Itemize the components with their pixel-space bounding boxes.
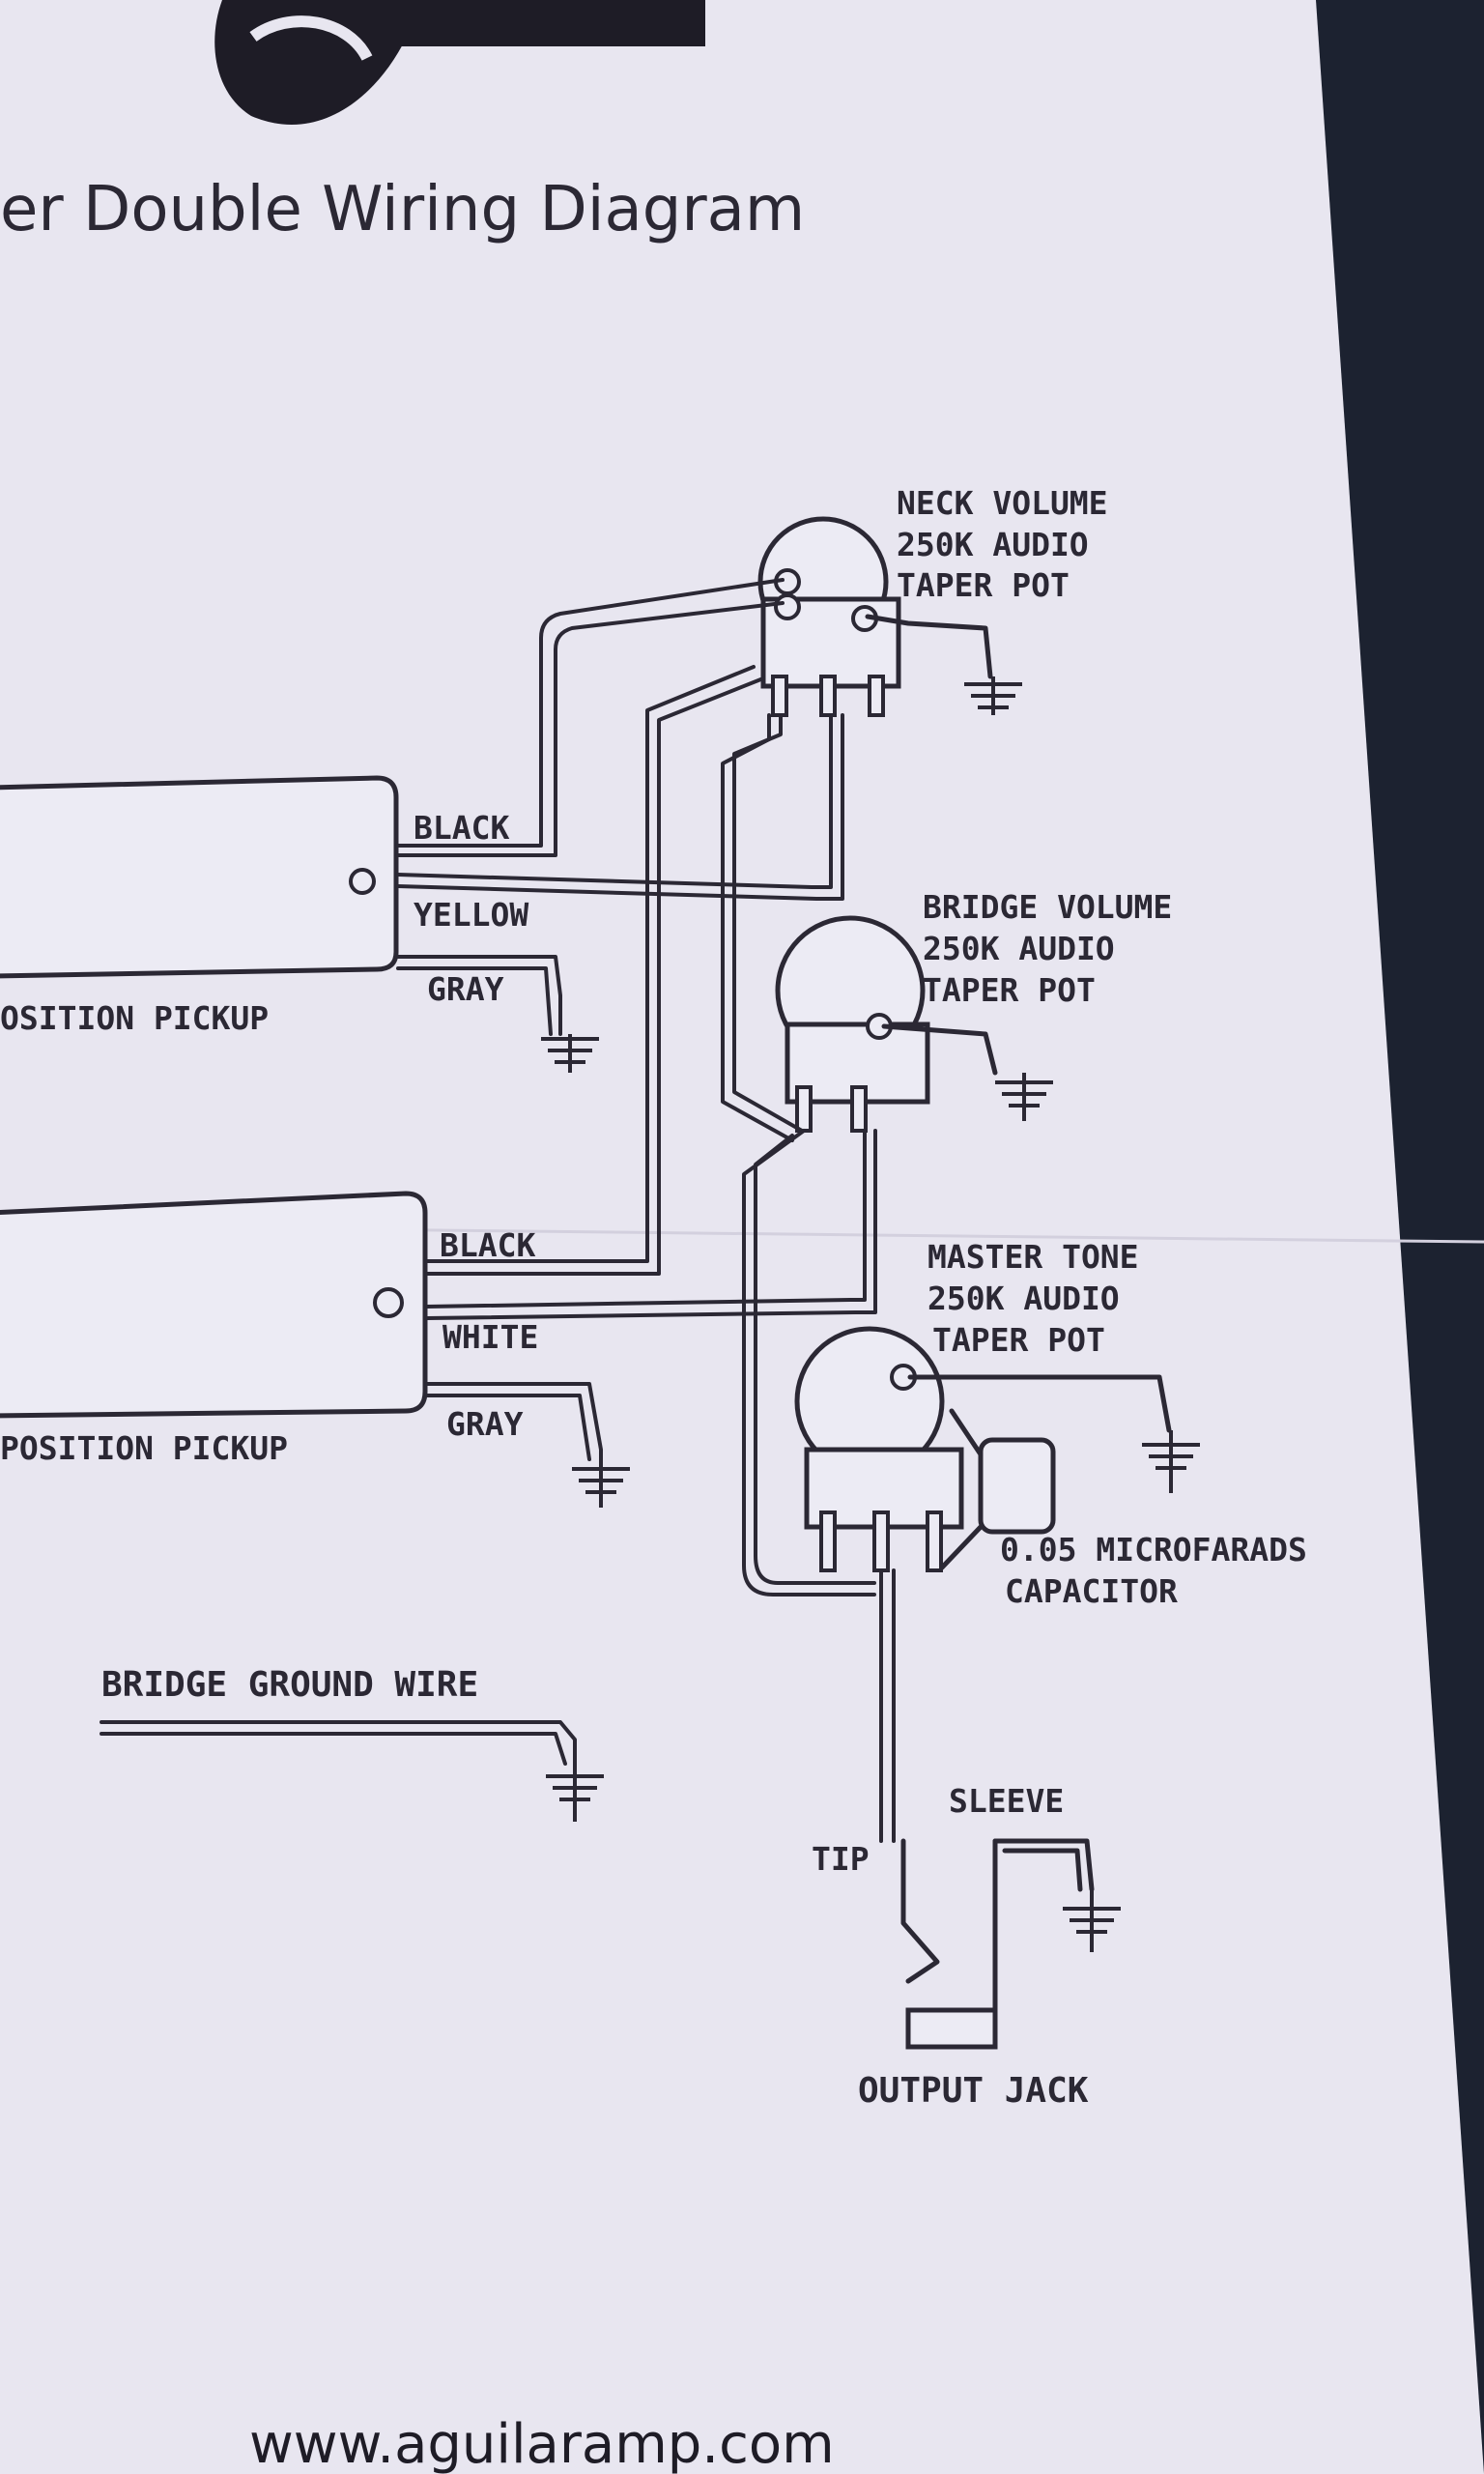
- website-url: www.aguilaramp.com: [249, 2413, 835, 2474]
- output-jack: [905, 2007, 998, 2050]
- svg-text:POSITION PICKUP: POSITION PICKUP: [0, 1429, 288, 1467]
- neck-volume-label: NECK VOLUME 250K AUDIO TAPER POT: [897, 484, 1108, 604]
- svg-text:250K AUDIO: 250K AUDIO: [923, 930, 1115, 967]
- neck-pickup-wire-labels: BLACK YELLOW GRAY: [414, 809, 528, 1008]
- svg-text:BRIDGE VOLUME: BRIDGE VOLUME: [923, 888, 1172, 926]
- svg-text:BLACK: BLACK: [414, 809, 509, 847]
- svg-text:TAPER POT: TAPER POT: [932, 1321, 1105, 1359]
- svg-text:250K AUDIO: 250K AUDIO: [928, 1280, 1120, 1317]
- svg-text:OSITION PICKUP: OSITION PICKUP: [0, 999, 269, 1037]
- svg-text:250K AUDIO: 250K AUDIO: [897, 526, 1089, 563]
- svg-text:TIP: TIP: [812, 1840, 870, 1878]
- svg-text:SLEEVE: SLEEVE: [949, 1782, 1064, 1820]
- master-tone-label: MASTER TONE 250K AUDIO TAPER POT: [928, 1238, 1139, 1359]
- svg-text:TAPER POT: TAPER POT: [897, 566, 1070, 604]
- svg-text:NECK VOLUME: NECK VOLUME: [897, 484, 1108, 522]
- aguilar-logo: [214, 0, 705, 125]
- neck-pickup: OSITION PICKUP: [0, 775, 399, 1037]
- svg-text:OUTPUT JACK: OUTPUT JACK: [858, 2071, 1089, 2111]
- capacitor: [939, 1408, 1056, 1570]
- bridge-ground-wire-label: BRIDGE GROUND WIRE: [101, 1665, 478, 1705]
- ground-icon: [572, 1459, 630, 1508]
- svg-text:0.05 MICROFARADS: 0.05 MICROFARADS: [1000, 1531, 1307, 1568]
- bridge-volume-pot: [775, 915, 930, 1133]
- ground-icon: [541, 1034, 599, 1073]
- svg-text:YELLOW: YELLOW: [414, 896, 528, 934]
- ground-icon: [964, 676, 1022, 715]
- ground-icon: [546, 1764, 604, 1822]
- ground-icon: [1063, 1889, 1121, 1952]
- svg-text:GRAY: GRAY: [427, 970, 504, 1008]
- bridge-pickup-wire-labels: BLACK WHITE GRAY: [440, 1226, 538, 1443]
- ground-icon: [1142, 1430, 1200, 1493]
- wires: [100, 578, 1172, 2018]
- bridge-volume-label: BRIDGE VOLUME 250K AUDIO TAPER POT: [923, 888, 1172, 1009]
- ground-icon: [995, 1073, 1053, 1121]
- diagram-title: er Double Wiring Diagram: [0, 174, 805, 245]
- svg-text:MASTER TONE: MASTER TONE: [928, 1238, 1139, 1276]
- svg-text:WHITE: WHITE: [442, 1318, 538, 1356]
- capacitor-label: 0.05 MICROFARADS CAPACITOR: [1000, 1531, 1307, 1610]
- jack-labels: TIP SLEEVE OUTPUT JACK: [812, 1782, 1089, 2111]
- svg-text:TAPER POT: TAPER POT: [923, 971, 1096, 1009]
- bridge-pickup: POSITION PICKUP: [0, 1191, 428, 1467]
- svg-text:BLACK: BLACK: [440, 1226, 535, 1264]
- master-tone-pot: [794, 1326, 964, 1572]
- ground-symbols: [541, 676, 1200, 1952]
- svg-text:GRAY: GRAY: [446, 1405, 524, 1443]
- svg-text:CAPACITOR: CAPACITOR: [1005, 1572, 1178, 1610]
- neck-volume-pot: [757, 516, 901, 717]
